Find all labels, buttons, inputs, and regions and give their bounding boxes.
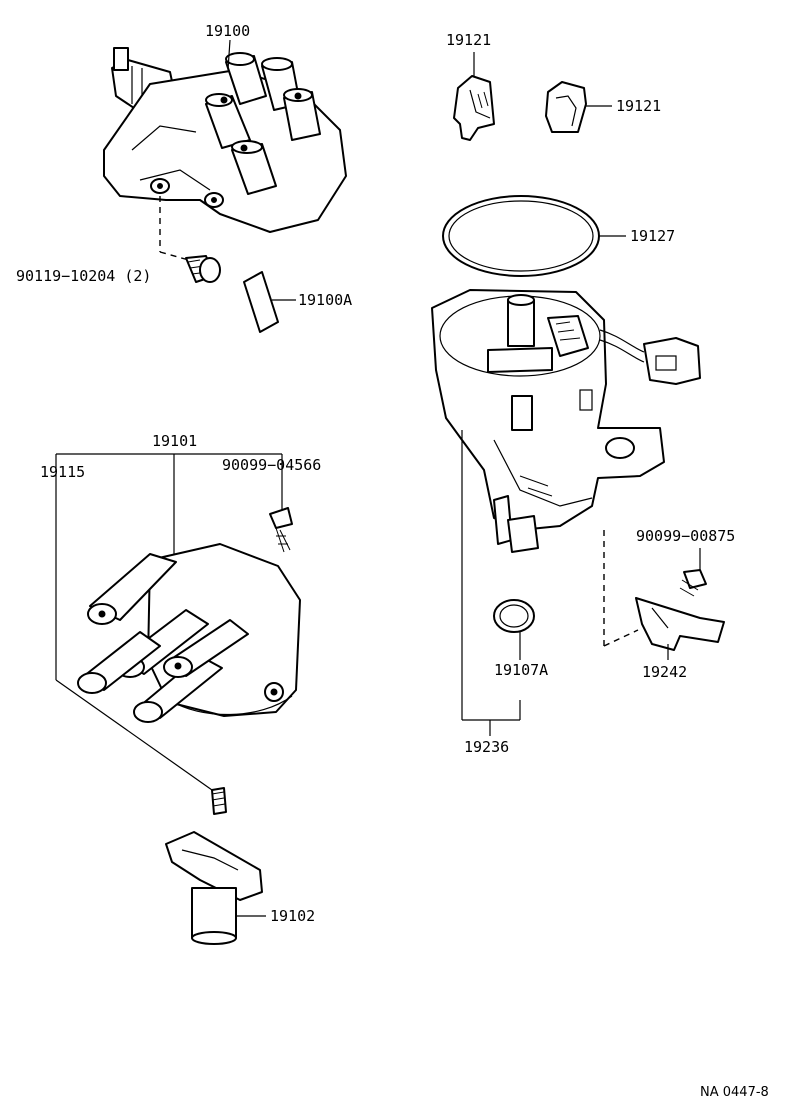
part-label-19107A: 19107A: [494, 661, 548, 679]
carbon-brush-19115-drawing: [211, 787, 227, 815]
label-plate-19100A-drawing: [243, 271, 296, 333]
part-label-90099-04566: 90099−04566: [222, 456, 321, 474]
part-label-19121-top: 19121: [446, 31, 491, 49]
part-label-90099-00875: 90099−00875: [636, 527, 735, 545]
distributor-cap-drawing: [55, 453, 301, 791]
distributor-assembly-drawing: [103, 39, 347, 233]
part-label-19236: 19236: [464, 738, 509, 756]
part-label-19100A: 19100A: [298, 291, 352, 309]
bolt-90119-drawing: [159, 196, 221, 283]
figure-code: NA 0447-8: [700, 1085, 769, 1100]
distributor-housing-drawing: [431, 289, 701, 736]
part-label-19101: 19101: [152, 432, 197, 450]
part-label-19121-right: 19121: [616, 97, 661, 115]
bracket-19242-drawing: [635, 548, 725, 660]
gasket-19107A-drawing: [493, 599, 535, 660]
rotor-19102-drawing: [165, 831, 266, 945]
part-label-19127: 19127: [630, 227, 675, 245]
o-ring-19127-drawing: [442, 195, 626, 277]
part-label-90119-10204: 90119−10204 (2): [16, 267, 151, 285]
part-label-19115: 19115: [40, 463, 85, 481]
part-label-19242: 19242: [642, 663, 687, 681]
sensor-19121-drawings: [453, 52, 612, 141]
part-label-19102: 19102: [270, 907, 315, 925]
part-label-19100: 19100: [205, 22, 250, 40]
